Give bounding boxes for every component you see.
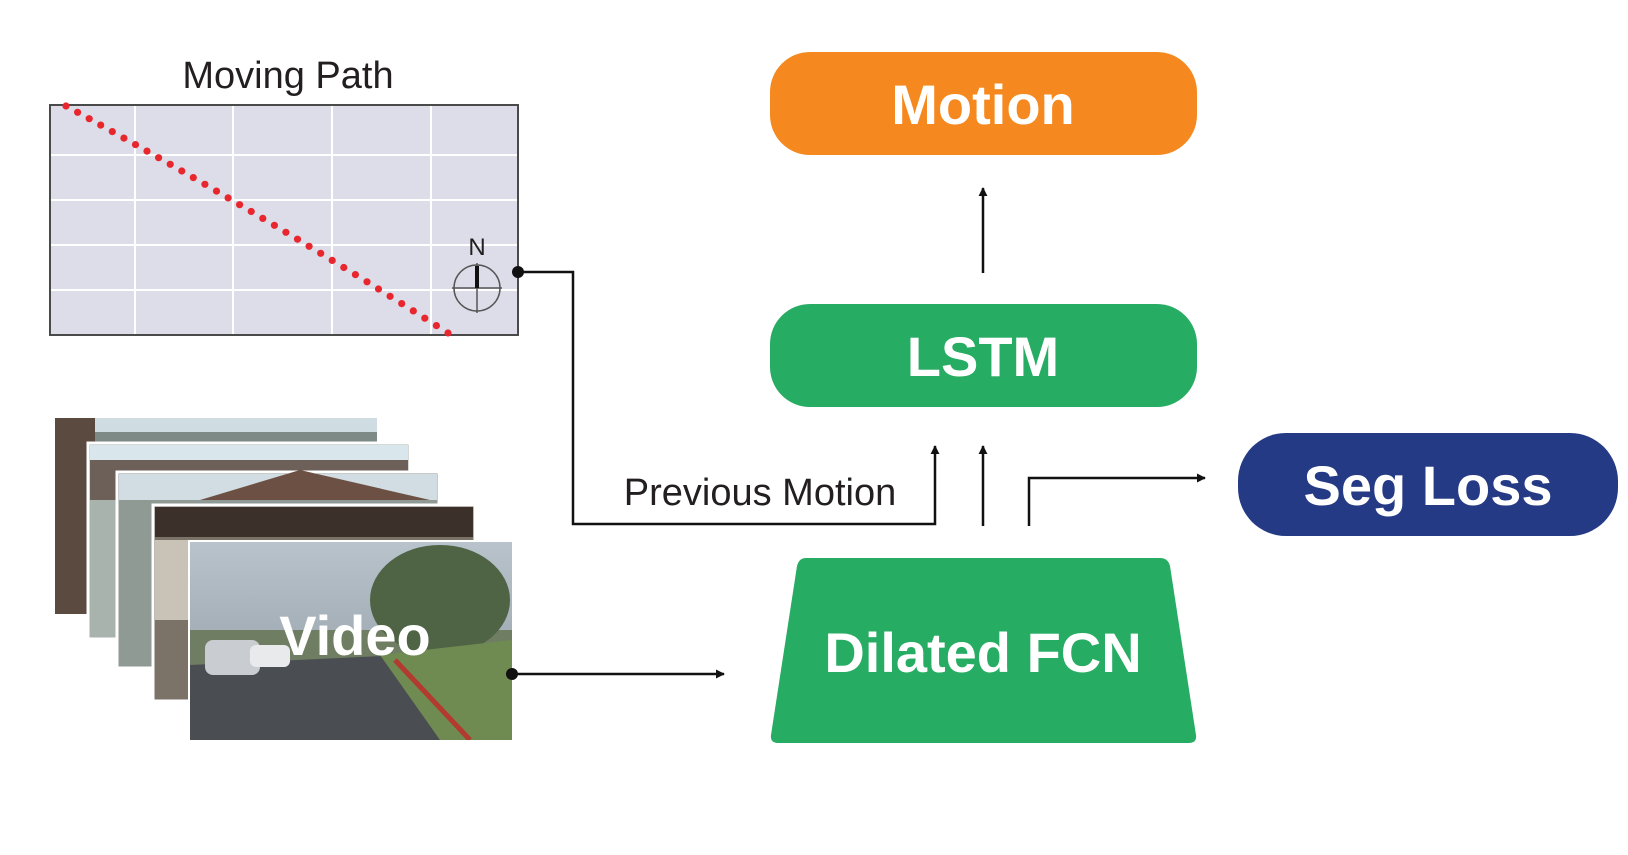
path-point [178, 167, 186, 175]
path-point [155, 154, 163, 162]
compass-north-label: N [468, 234, 485, 261]
path-point [432, 322, 440, 330]
moving-path-trajectory [62, 102, 452, 337]
path-point [351, 271, 359, 279]
seg-loss-label: Seg Loss [1304, 454, 1553, 517]
fcn-to-segloss-arrow [1027, 473, 1206, 526]
path-point [85, 115, 93, 123]
seg-loss-node: Seg Loss [1238, 433, 1618, 536]
compass-icon: N [452, 234, 502, 313]
path-point [212, 187, 221, 195]
path-point [305, 242, 313, 250]
path-point [293, 235, 302, 243]
moving-path-plot [49, 104, 519, 336]
dilated-fcn-label: Dilated FCN [824, 621, 1141, 684]
path-point [74, 108, 82, 116]
moving-path-panel: Moving Path N [49, 55, 519, 337]
plot-gridlines [51, 106, 517, 334]
motion-node: Motion [770, 52, 1197, 155]
path-point [166, 160, 174, 168]
path-point [236, 201, 244, 209]
path-point [328, 256, 336, 264]
video-frame-stack: Video [55, 418, 514, 742]
path-point [201, 180, 209, 188]
path-point [409, 307, 417, 315]
moving-path-title: Moving Path [182, 55, 393, 97]
path-point [189, 174, 197, 182]
path-point [131, 141, 140, 149]
dilated-fcn-node: Dilated FCN [770, 558, 1197, 743]
path-point [317, 249, 325, 257]
video-frame [188, 540, 514, 742]
lstm-label: LSTM [907, 325, 1059, 388]
path-point [340, 263, 348, 272]
path-point [270, 221, 278, 229]
previous-motion-arrow [518, 270, 940, 526]
path-point [259, 214, 267, 222]
video-label: Video [279, 604, 430, 667]
path-point [108, 128, 116, 136]
path-point [282, 228, 290, 236]
path-point [120, 134, 128, 142]
path-point [421, 314, 429, 322]
path-point [363, 278, 371, 286]
path-point [398, 300, 406, 308]
path-point [97, 121, 105, 129]
path-point [224, 194, 232, 202]
path-point [143, 147, 151, 155]
previous-motion-label: Previous Motion [624, 472, 896, 514]
path-point [444, 329, 452, 337]
connectors: Previous Motion [506, 187, 1206, 680]
path-point [62, 102, 70, 110]
motion-label: Motion [891, 73, 1074, 136]
path-point [247, 207, 255, 216]
path-point [386, 292, 394, 300]
path-point [374, 285, 383, 293]
lstm-node: LSTM [770, 304, 1197, 407]
